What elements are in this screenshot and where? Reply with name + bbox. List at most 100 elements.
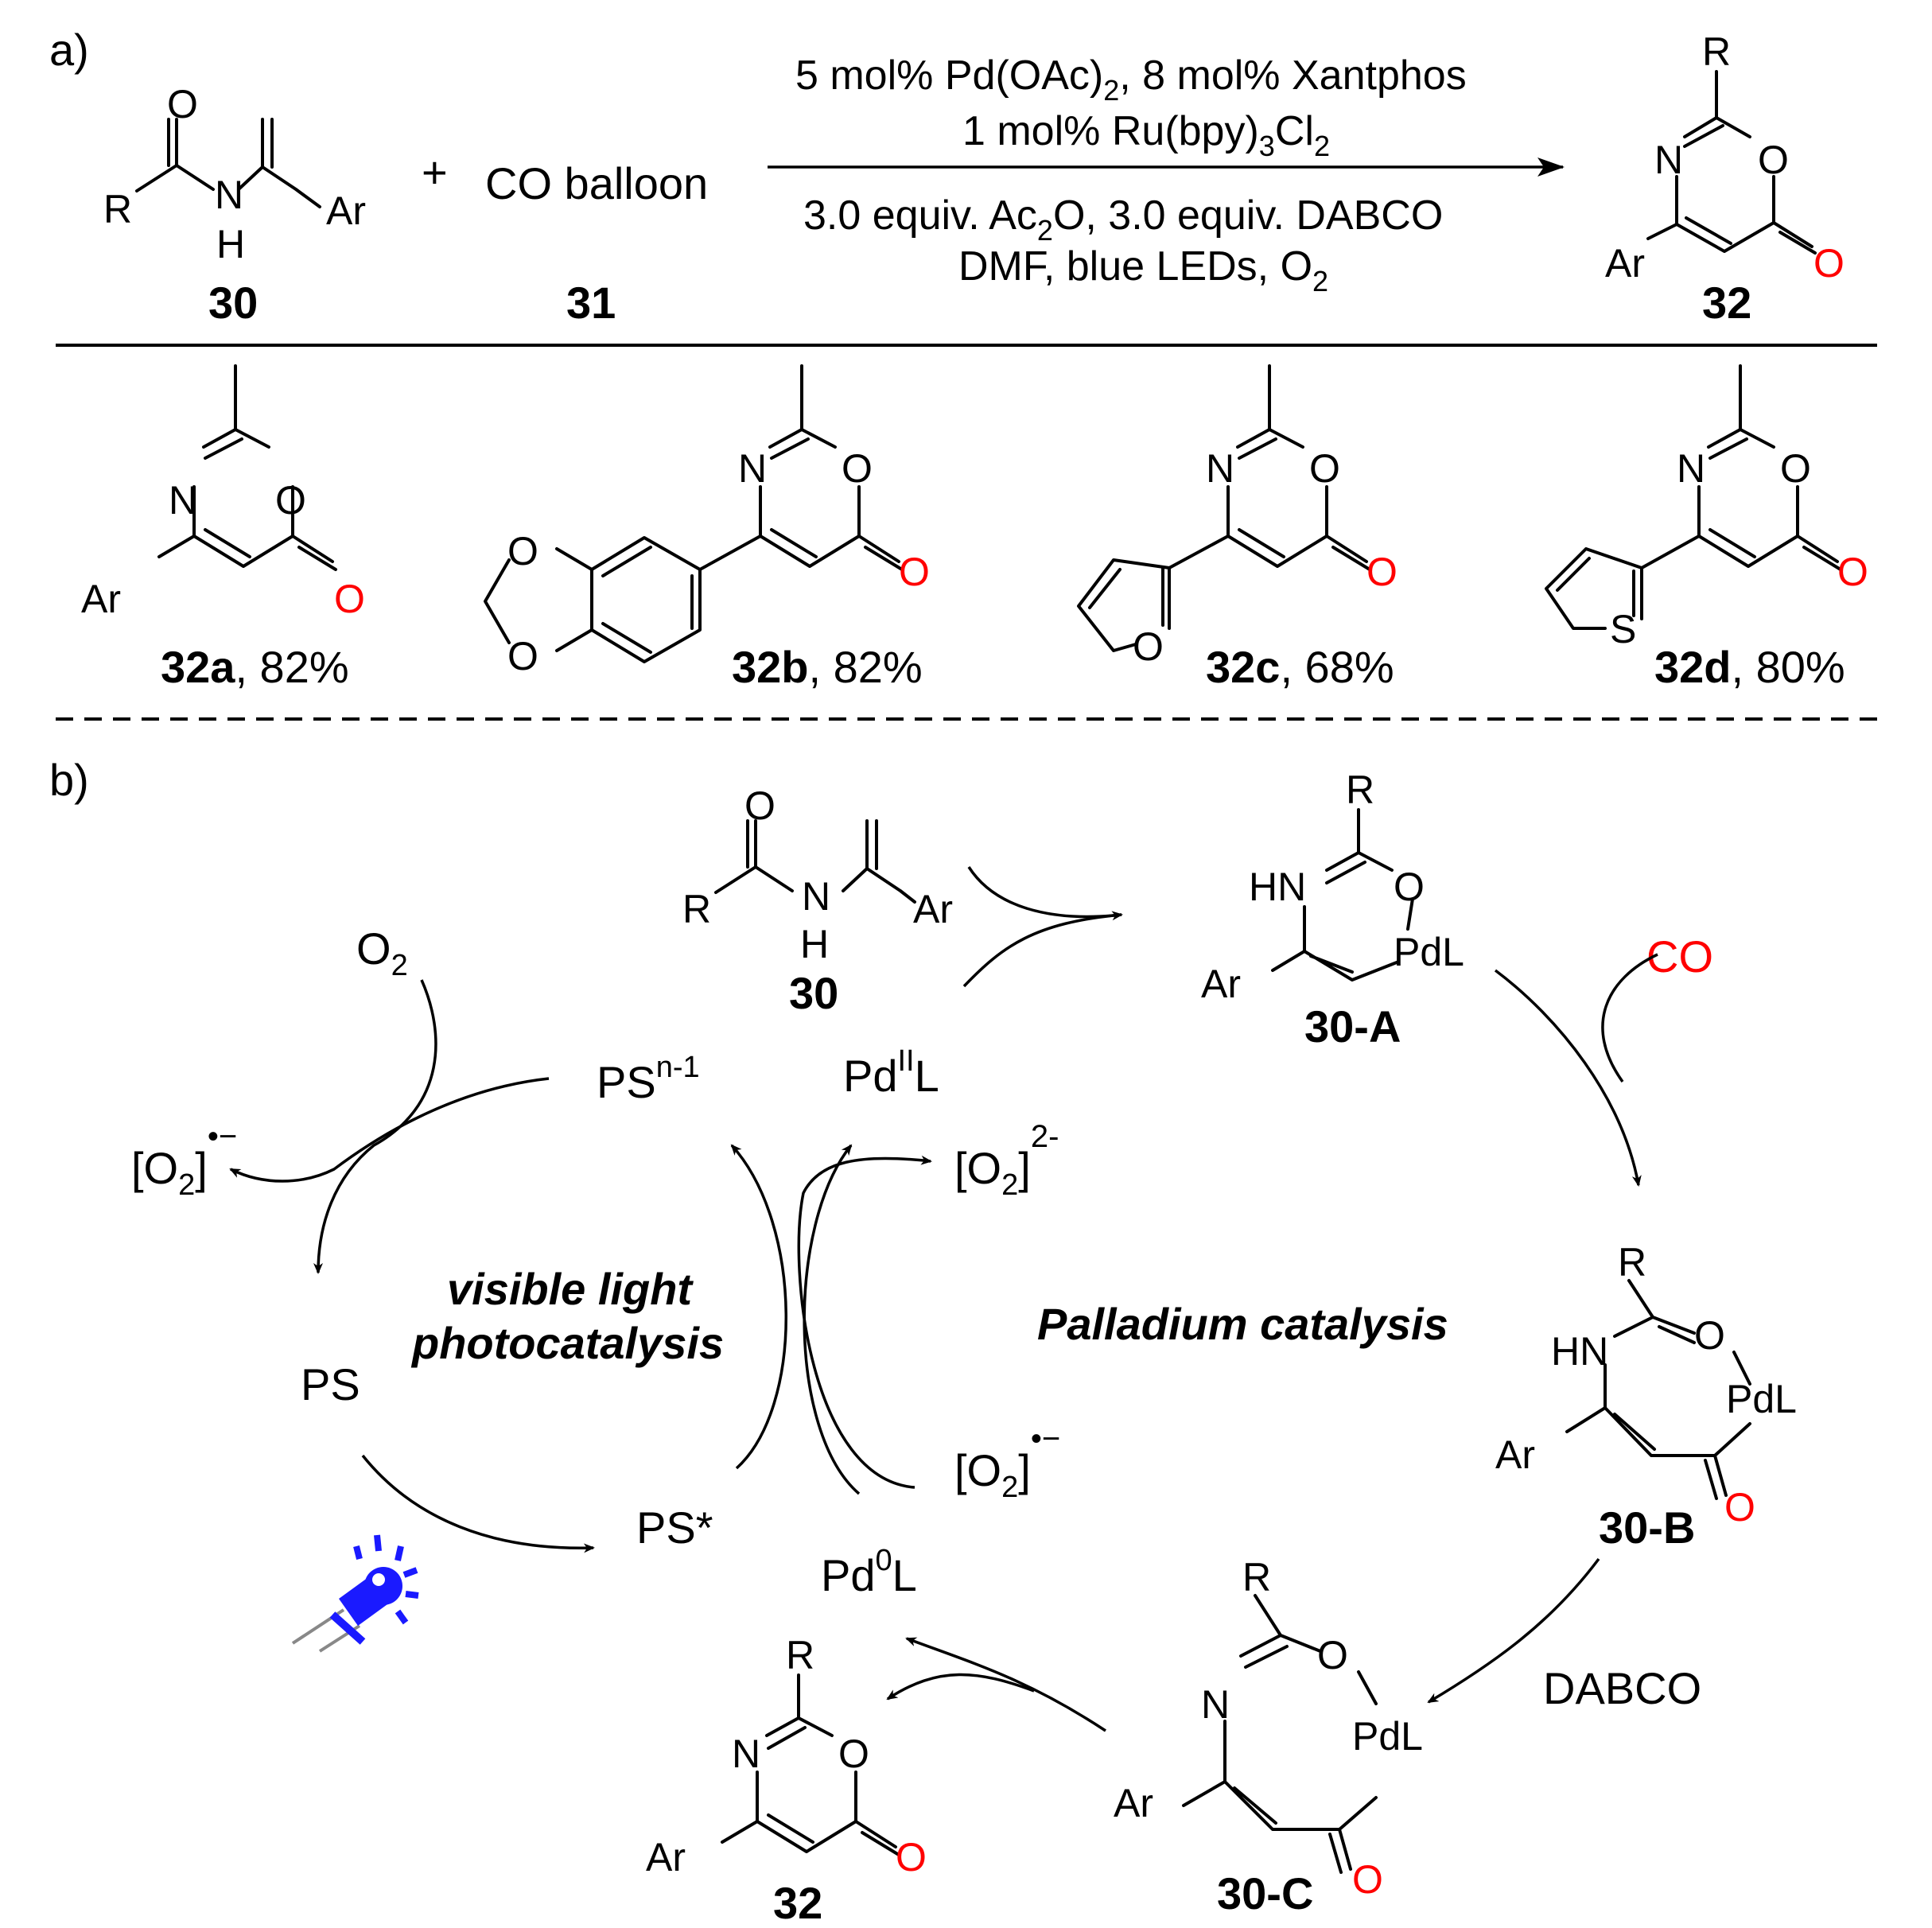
atom-n: N [1654, 138, 1683, 182]
atom-n: N [732, 1732, 760, 1776]
atom-r: R [682, 887, 711, 931]
atom-r: R [786, 1633, 814, 1677]
atom-h: H [216, 222, 245, 266]
blue-led-icon [291, 1534, 419, 1653]
condition-line-3: 3.0 equiv. Ac2O, 3.0 equiv. DABCO [803, 192, 1443, 247]
carbonyl-o-red: O [1366, 550, 1397, 594]
intermediate-30a-structure: R HN O PdL Ar [1201, 768, 1464, 1006]
carbonyl-o-red: O [896, 1835, 927, 1879]
o2-label: O2 [356, 923, 408, 982]
atom-ar: Ar [81, 577, 121, 621]
atom-r: R [1702, 29, 1731, 74]
atom-n: N [738, 446, 767, 491]
photocatalysis-text: photocatalysis [410, 1318, 724, 1368]
ps-n-minus-1-label: PSn-1 [597, 1051, 700, 1107]
pd-0-label: Pd0L [821, 1544, 917, 1600]
atom-n: N [802, 874, 830, 919]
carbonyl-o-red: O [1352, 1857, 1383, 1902]
product-32d-label: 32d, 80% [1654, 642, 1845, 692]
atom-ar: Ar [1201, 962, 1241, 1006]
atom-ar: Ar [1605, 241, 1645, 286]
intermediate-30c-label: 30-C [1217, 1868, 1313, 1918]
carbonyl-o-red: O [1837, 550, 1868, 594]
atom-n: N [215, 173, 243, 217]
atom-o: O [275, 478, 306, 523]
compound-32-label: 32 [1702, 278, 1751, 328]
atom-o: O [1394, 865, 1425, 909]
condition-line-1: 5 mol% Pd(OAc)2, 8 mol% Xantphos [795, 52, 1467, 107]
intermediate-30a-label: 30-A [1304, 1001, 1401, 1051]
atom-pdl: PdL [1394, 930, 1464, 974]
panel-a-label: a) [49, 25, 89, 75]
compound-32-structure: R N O O Ar [1605, 29, 1845, 286]
atom-o: O [167, 82, 198, 126]
co-balloon-text: CO balloon [485, 158, 708, 208]
product-32b-structure: O O N O O [484, 364, 930, 678]
product-32b-label: 32b, 82% [732, 642, 923, 692]
condition-line-4: DMF, blue LEDs, O2 [958, 243, 1328, 297]
atom-pdl: PdL [1726, 1377, 1797, 1421]
compound-30-label: 30 [208, 278, 258, 328]
atom-n: N [1201, 1682, 1230, 1727]
atom-ar: Ar [1495, 1432, 1535, 1477]
carbonyl-o-red: O [1724, 1485, 1755, 1530]
atom-o: O [1133, 624, 1164, 669]
intermediate-30c-structure: R N O PdL Ar O [1114, 1555, 1423, 1902]
peroxide-label: [O2]2- [954, 1119, 1059, 1202]
atom-pdl: PdL [1352, 1714, 1423, 1759]
atom-o: O [507, 529, 538, 573]
co-reagent: CO [1646, 931, 1713, 981]
dabco-reagent: DABCO [1543, 1663, 1701, 1713]
ps-label: PS [301, 1359, 360, 1409]
atom-ar: Ar [646, 1835, 686, 1879]
product-32d-structure: S N O O [1545, 364, 1868, 651]
atom-hn: HN [1551, 1329, 1608, 1374]
atom-n: N [169, 478, 197, 523]
atom-r: R [1242, 1555, 1271, 1600]
compound-31-label: 31 [566, 278, 616, 328]
atom-o: O [1694, 1313, 1725, 1358]
carbonyl-o-red: O [899, 550, 930, 594]
atom-r: R [1618, 1240, 1646, 1285]
intermediate-30b-structure: R HN O PdL Ar O [1495, 1240, 1797, 1530]
atom-ar: Ar [326, 189, 366, 233]
atom-n: N [1677, 446, 1705, 491]
carbonyl-o-red: O [334, 577, 365, 621]
panel-b-label: b) [49, 755, 89, 805]
atom-n: N [1206, 446, 1234, 491]
atom-o: O [838, 1732, 869, 1776]
cycle-30-label: 30 [789, 968, 838, 1018]
atom-o: O [1309, 446, 1340, 491]
atom-o: O [507, 634, 538, 678]
visible-light-text: visible light [447, 1264, 694, 1314]
condition-line-2: 1 mol% Ru(bpy)3Cl2 [962, 108, 1330, 162]
atom-h: H [800, 922, 829, 966]
atom-o: O [842, 446, 873, 491]
palladium-catalysis-text: Palladium catalysis [1037, 1299, 1448, 1349]
compound-30-structure: O R N H Ar [103, 82, 366, 266]
product-32a-structure: N O O Ar [81, 364, 365, 621]
cycle-32-label: 32 [773, 1878, 822, 1928]
atom-ar: Ar [1114, 1781, 1153, 1825]
intermediate-30b-label: 30-B [1599, 1502, 1695, 1553]
atom-s: S [1610, 607, 1636, 651]
carbonyl-o-red: O [1813, 241, 1845, 286]
product-32c-structure: O N O O [1077, 364, 1397, 669]
atom-o: O [1758, 138, 1789, 182]
cycle-product-32-structure: R N O O Ar [646, 1633, 927, 1879]
cycle-arrows [229, 866, 1658, 1732]
superoxide-left-label: [O2]•− [131, 1119, 237, 1202]
atom-r: R [103, 187, 132, 231]
ps-star-label: PS* [636, 1502, 713, 1553]
atom-hn: HN [1249, 865, 1306, 909]
atom-o: O [1317, 1633, 1348, 1677]
cycle-compound-30-structure: O R N H Ar [682, 783, 953, 966]
atom-r: R [1346, 768, 1374, 812]
atom-o: O [1780, 446, 1811, 491]
product-32c-label: 32c, 68% [1206, 642, 1394, 692]
product-32a-label: 32a, 82% [161, 642, 349, 692]
atom-ar: Ar [913, 887, 953, 931]
plus-sign: + [422, 147, 448, 197]
pd-ii-label: PdIIL [843, 1044, 939, 1101]
